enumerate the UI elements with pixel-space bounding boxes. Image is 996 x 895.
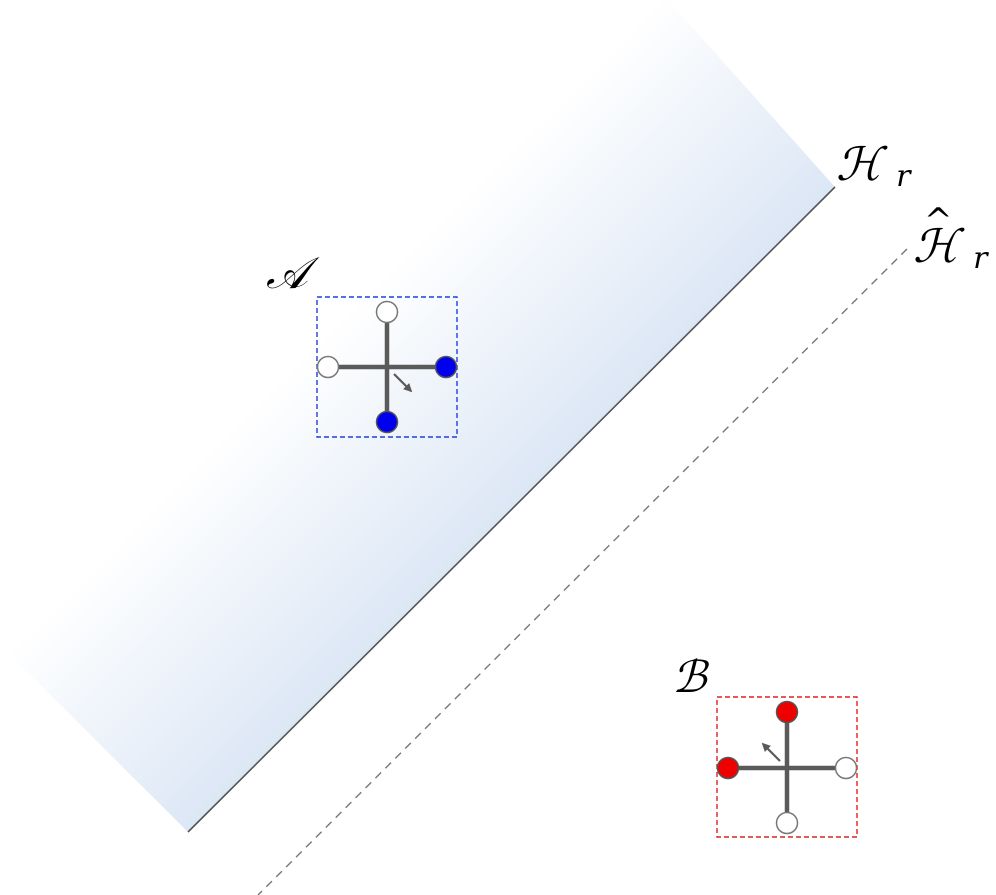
arrow-a — [393, 373, 413, 393]
node-a-top — [375, 300, 399, 324]
label-set-b: ℬ — [672, 652, 710, 703]
node-b-left — [716, 756, 740, 780]
node-a-bottom — [375, 410, 399, 434]
node-b-top — [775, 700, 799, 724]
label-h-r-subscript: r — [896, 159, 912, 194]
label-h-r-hat: ℋ r — [913, 219, 989, 276]
label-h-r-main: ℋ — [836, 137, 888, 191]
node-b-right — [834, 756, 858, 780]
shaded-region — [0, 0, 835, 832]
arrow-b — [761, 742, 781, 762]
node-a-right — [434, 355, 458, 379]
cross-b — [716, 700, 858, 835]
node-b-bottom — [775, 811, 799, 835]
cross-a — [316, 300, 458, 434]
label-h-r-hat-mark: ^ — [924, 201, 953, 241]
dashed-line-h-r-hat — [257, 248, 908, 895]
label-h-r: ℋ r — [836, 137, 912, 194]
boundary-line-h-r — [187, 186, 836, 833]
node-a-left — [316, 355, 340, 379]
label-h-r-hat-subscript: r — [973, 241, 989, 276]
label-h-r-hat-main: ℋ — [913, 219, 965, 273]
